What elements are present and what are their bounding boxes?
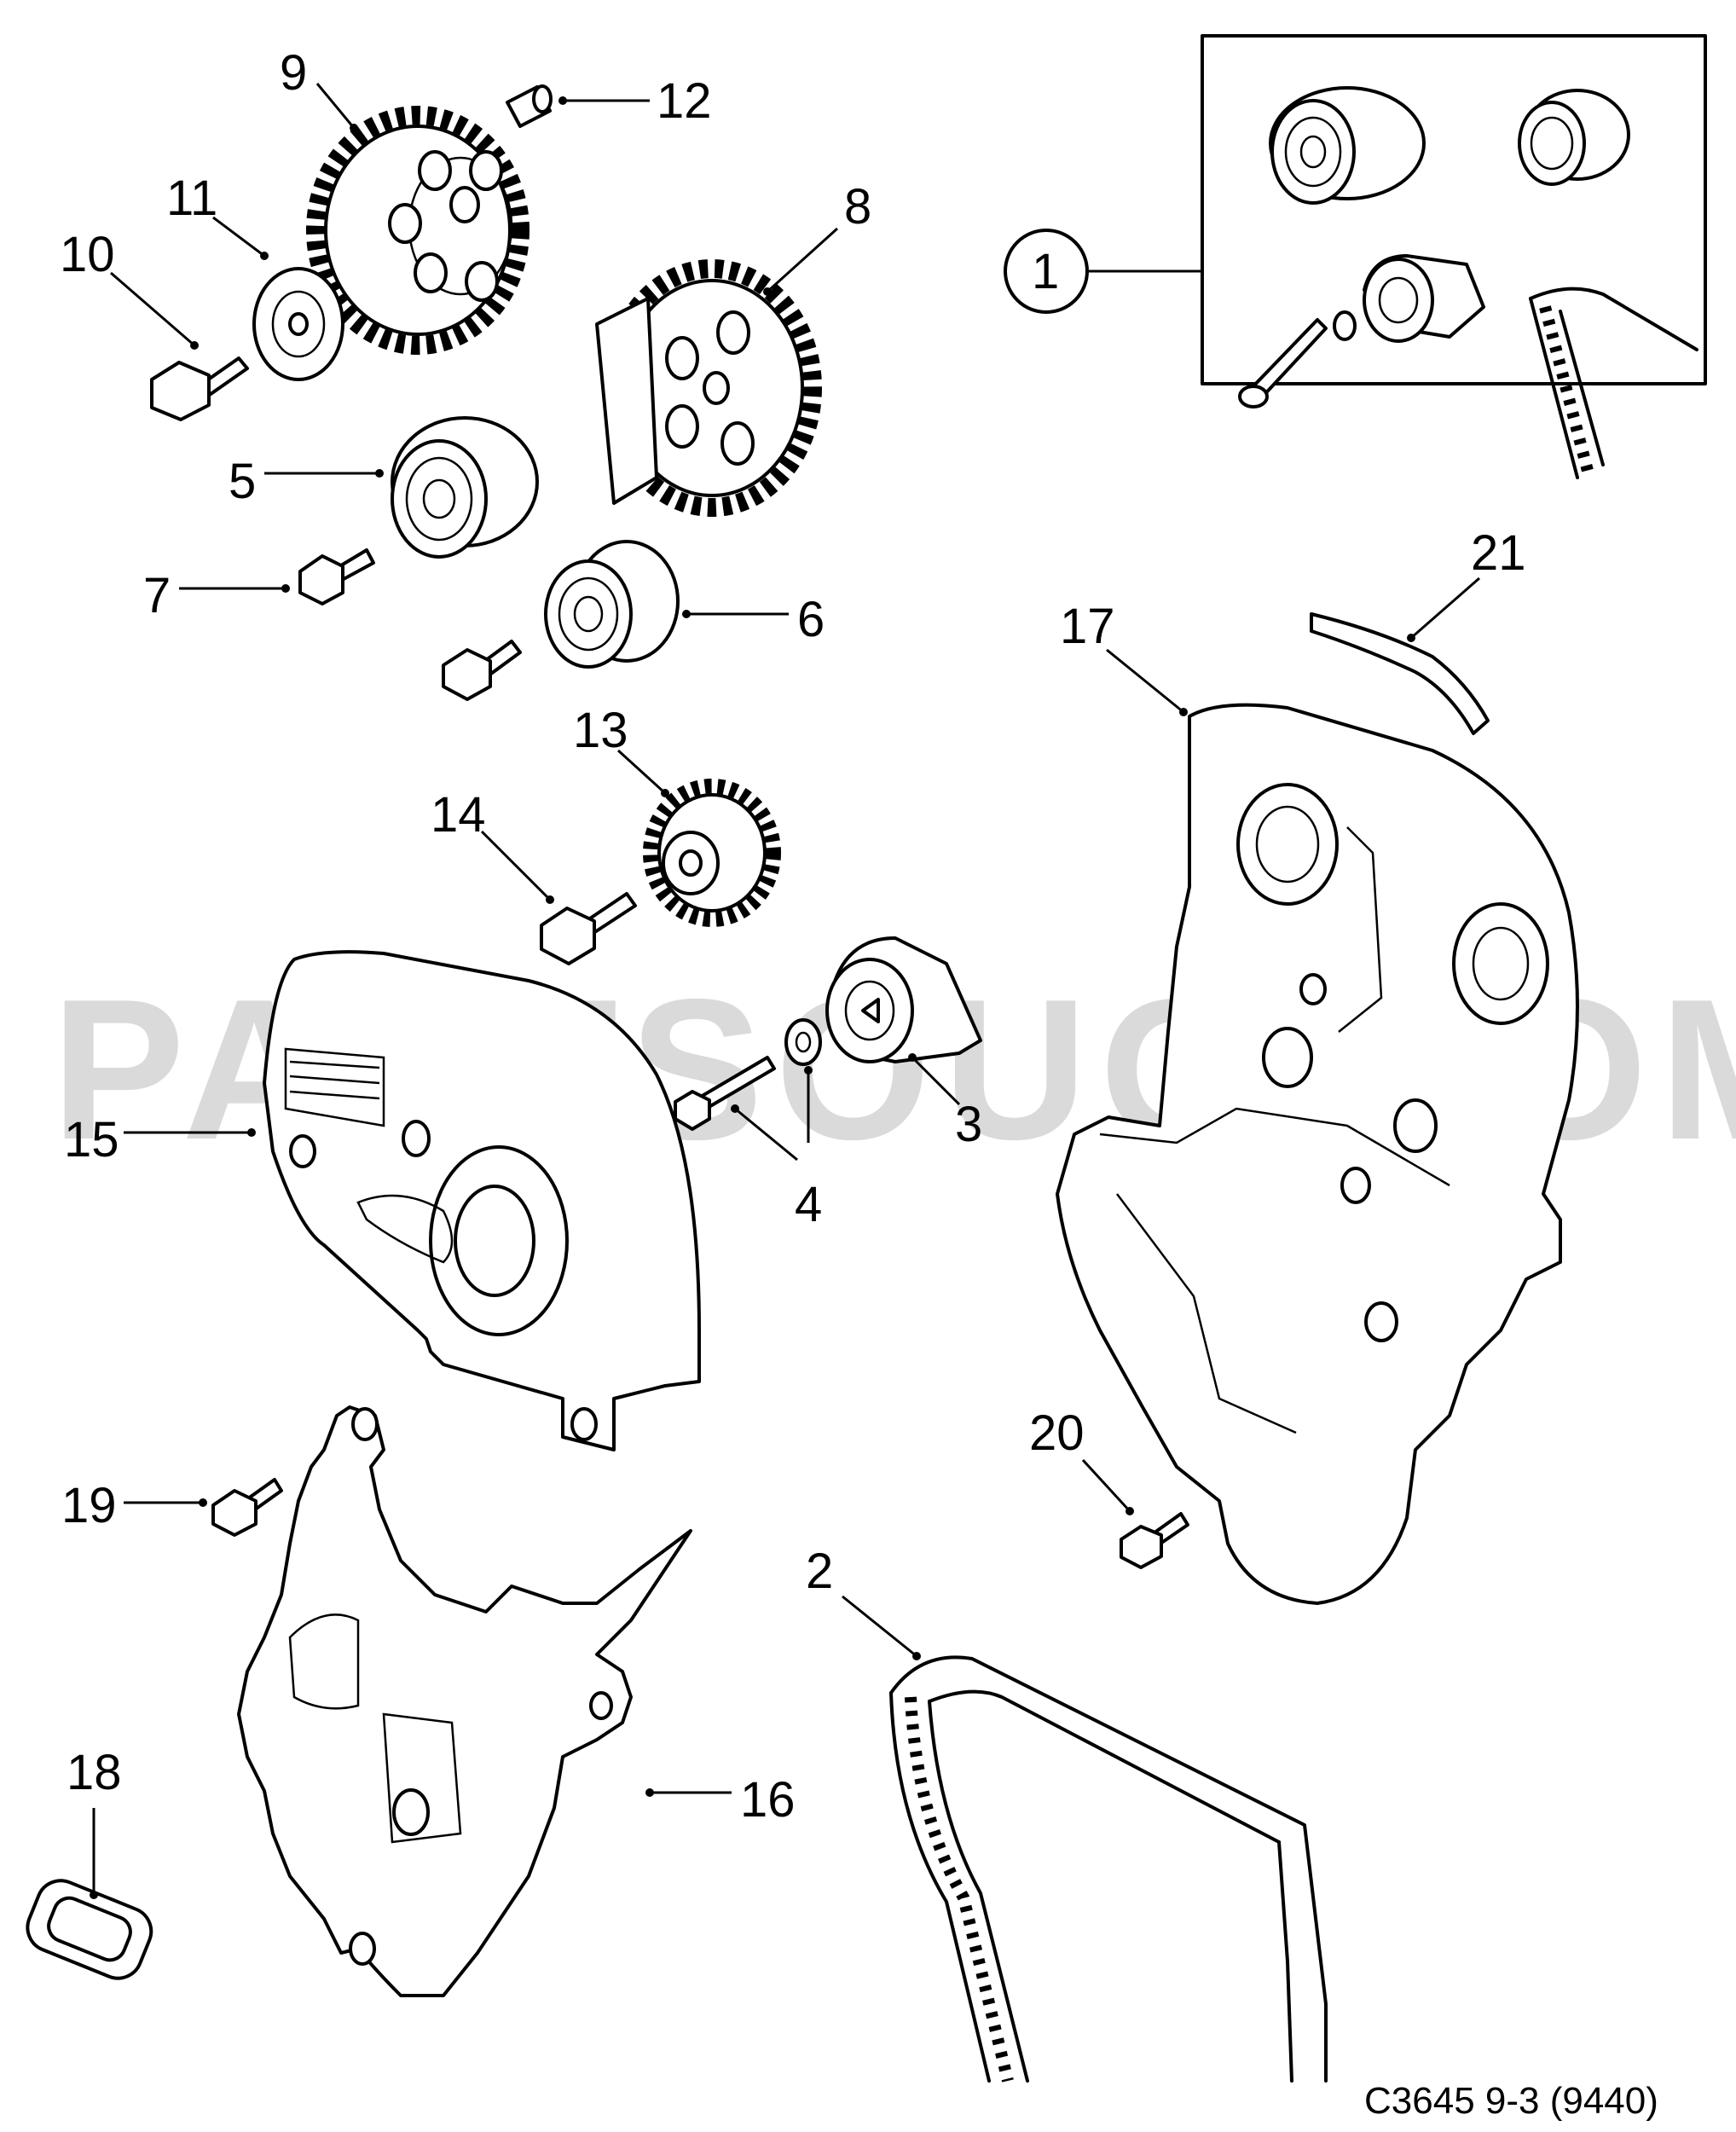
callout-10: 10 <box>60 227 199 350</box>
svg-text:1: 1 <box>1032 244 1059 299</box>
bolt-19 <box>211 1478 283 1537</box>
tensioner-3 <box>825 936 982 1063</box>
svg-text:17: 17 <box>1060 599 1115 654</box>
svg-text:5: 5 <box>229 454 256 509</box>
washer-4 <box>784 1018 822 1066</box>
svg-text:19: 19 <box>61 1478 117 1533</box>
seal-ring-18 <box>26 1879 153 1980</box>
callout-13: 13 <box>573 703 669 797</box>
callout-18: 18 <box>67 1745 122 1899</box>
svg-text:16: 16 <box>740 1772 796 1828</box>
callout-14: 14 <box>431 787 554 904</box>
kit-tensioner <box>1363 254 1485 343</box>
kit-timing-belt <box>1529 287 1698 479</box>
callout-15: 15 <box>64 1112 256 1167</box>
callout-3: 3 <box>908 1053 982 1152</box>
svg-text:6: 6 <box>797 592 825 647</box>
dowel-pin-12 <box>506 84 553 128</box>
callout-17: 17 <box>1060 599 1188 716</box>
callout-11: 11 <box>166 171 269 260</box>
callout-16: 16 <box>645 1772 796 1828</box>
callout-8: 8 <box>763 179 871 296</box>
rear-timing-cover-17 <box>1056 703 1579 1605</box>
idler-pulley-5 <box>391 416 539 559</box>
callout-5: 5 <box>229 454 384 509</box>
kit-washer <box>1333 310 1357 341</box>
callout-9: 9 <box>280 45 358 132</box>
svg-text:21: 21 <box>1471 525 1526 581</box>
svg-text:20: 20 <box>1029 1405 1085 1461</box>
callout-20: 20 <box>1029 1405 1134 1515</box>
callout-12: 12 <box>558 73 712 129</box>
camshaft-sprocket-8 <box>595 259 822 517</box>
svg-text:11: 11 <box>166 171 217 226</box>
diagram-reference-code: C3645 9-3 (9440) <box>1364 2080 1658 2122</box>
callout-4: 4 <box>731 1066 822 1232</box>
callout-19: 19 <box>61 1478 207 1533</box>
crankshaft-sprocket-13 <box>643 779 781 927</box>
svg-text:10: 10 <box>60 227 115 282</box>
svg-text:12: 12 <box>657 73 712 129</box>
seal-strip-21 <box>1310 612 1490 735</box>
callout-21: 21 <box>1407 525 1526 642</box>
svg-text:8: 8 <box>844 179 871 235</box>
kit-idler-pulley-a <box>1269 86 1426 205</box>
svg-text:13: 13 <box>573 703 628 758</box>
idler-pulley-6 <box>544 540 680 669</box>
bolt-20 <box>1120 1512 1189 1569</box>
kit-idler-pulley-b <box>1518 89 1630 186</box>
callout-1: 1 <box>1004 229 1202 314</box>
svg-text:15: 15 <box>64 1112 119 1167</box>
washer-11 <box>252 267 344 381</box>
svg-text:4: 4 <box>795 1177 822 1232</box>
kit-box <box>1201 34 1707 479</box>
upper-timing-cover-15 <box>263 950 701 1451</box>
bolt-14 <box>540 892 637 965</box>
callout-6: 6 <box>682 592 825 647</box>
callout-2: 2 <box>806 1544 921 1660</box>
svg-text:3: 3 <box>955 1097 982 1152</box>
bolt-6 <box>442 640 522 701</box>
lower-timing-cover-16 <box>237 1405 692 1997</box>
svg-text:2: 2 <box>806 1544 833 1599</box>
kit-bolt <box>1238 318 1328 408</box>
svg-text:18: 18 <box>67 1745 122 1800</box>
bolt-10 <box>150 356 249 421</box>
svg-text:7: 7 <box>143 568 171 623</box>
svg-text:14: 14 <box>431 787 486 843</box>
camshaft-sprocket-9 <box>306 106 529 355</box>
callout-7: 7 <box>143 568 290 623</box>
bolt-7 <box>298 548 375 605</box>
svg-text:9: 9 <box>280 45 307 101</box>
timing-belt-2 <box>889 1655 1328 2083</box>
